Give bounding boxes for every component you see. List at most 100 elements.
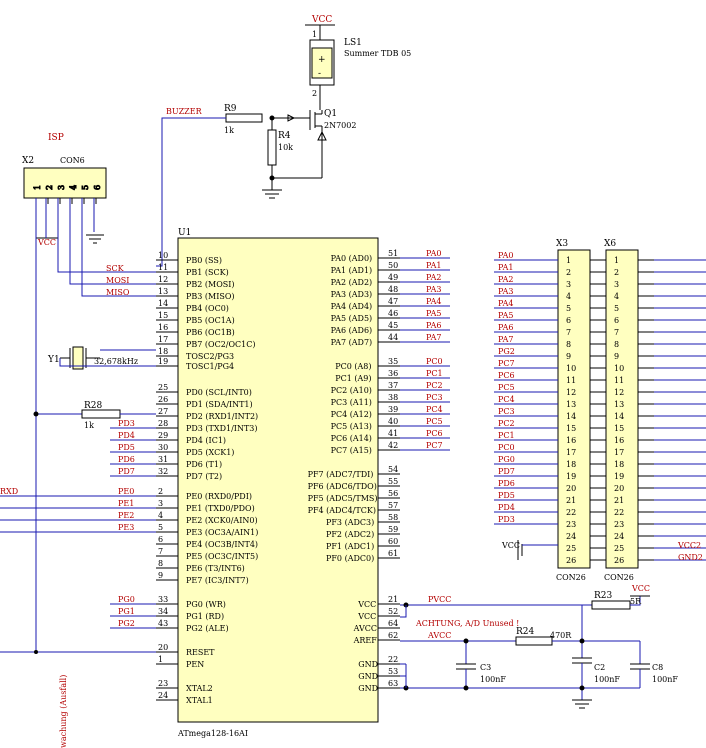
- r28-ref: R28: [84, 401, 103, 411]
- x6-pin-number: 6: [614, 316, 619, 325]
- u1-pin-name: PA3 (AD3): [331, 290, 373, 299]
- u1-pin-number: 48: [388, 285, 398, 294]
- net-label: PD3: [118, 419, 135, 428]
- u1-pin-number: 38: [388, 393, 398, 402]
- u1-pin-number: 52: [388, 607, 398, 616]
- u1-pin-number: 13: [158, 287, 168, 296]
- r9-ref: R9: [224, 104, 237, 114]
- u1-pin-number: 37: [388, 381, 398, 390]
- u1-pin-number: 17: [158, 335, 168, 344]
- u1-pin-name: PB1 (SCK): [186, 268, 229, 277]
- buzzer-net-label: BUZZER: [166, 107, 203, 116]
- u1-pin-name: PC7 (A15): [331, 446, 372, 455]
- net-label: PA1: [426, 261, 442, 270]
- connector-x6: X6 CON26 1234567891011121314151617181920…: [604, 239, 706, 582]
- resistor-r9: [225, 113, 263, 123]
- x2-ref: X2: [22, 156, 34, 166]
- power-section: PVCC VCC R23 5R ACHTUNG, A/D Unused ! AV…: [400, 584, 678, 709]
- svg-text:2: 2: [312, 89, 317, 98]
- x6-pin-number: 22: [614, 508, 624, 517]
- u1-pin-name: PC4 (A12): [331, 410, 372, 419]
- u1-ref: U1: [178, 228, 191, 238]
- u1-pin-number: 46: [388, 309, 398, 318]
- net-label: PC2: [426, 381, 443, 390]
- r23-ref: R23: [594, 591, 613, 601]
- u1-pin-number: 50: [388, 261, 398, 270]
- u1-pin-number: 62: [388, 631, 398, 640]
- net-label: PG2: [498, 347, 515, 356]
- x2-pin-number: 3: [57, 185, 66, 190]
- x6-pin-number: 20: [614, 484, 624, 493]
- u1-pin-name: AREF: [353, 636, 378, 645]
- u1-pin-name: PG2 (ALE): [186, 624, 229, 633]
- avcc-label: AVCC: [427, 631, 451, 640]
- u1-pin-name: PF4 (ADC4/TCK): [308, 506, 376, 515]
- c3-value: 100nF: [480, 675, 506, 684]
- u1-pin-name: PD0 (SCL/INT0): [186, 388, 252, 397]
- resistor-r4: [267, 129, 277, 166]
- u1-pin-number: 33: [158, 595, 168, 604]
- u1-pin-name: GND: [358, 672, 378, 681]
- net-label: PC1: [498, 431, 515, 440]
- x6-pin-number: 12: [614, 388, 624, 397]
- net-label: PG0: [498, 455, 515, 464]
- x2-type: CON6: [60, 156, 85, 165]
- u1-pin-name: PE7 (IC3/INT7): [186, 576, 249, 585]
- u1-pin-name: PA1 (AD1): [331, 266, 373, 275]
- net-label: PD7: [498, 467, 515, 476]
- r9-value: 1k: [224, 126, 234, 135]
- u1-pin-number: 3: [158, 499, 163, 508]
- net-label: PA3: [498, 287, 514, 296]
- x2-pin-number: 2: [45, 185, 54, 190]
- u1-pin-name: PB7 (OC2/OC1C): [186, 340, 256, 349]
- net-label: PC7: [498, 359, 515, 368]
- x3-pin-number: 17: [566, 448, 576, 457]
- r24-ref: R24: [516, 627, 535, 637]
- x6-pin-number: 1: [614, 256, 619, 265]
- u1-pin-name: PC5 (A13): [331, 422, 372, 431]
- x6-pin-number: 17: [614, 448, 624, 457]
- x6-pin-number: 2: [614, 268, 619, 277]
- u1-pin-name: PA6 (AD6): [331, 326, 373, 335]
- x6-pin-number: 5: [614, 304, 619, 313]
- u1-pin-name: PF0 (ADC0): [326, 554, 374, 563]
- u1-pin-number: 57: [388, 501, 398, 510]
- x3-pin-number: 8: [566, 340, 571, 349]
- u1-pin-name: VCC: [357, 600, 376, 609]
- u1-pin-name: PA2 (AD2): [331, 278, 373, 287]
- net-label: PD6: [118, 455, 135, 464]
- vcc2-label: VCC2: [677, 541, 701, 550]
- net-label: PD7: [118, 467, 135, 476]
- y1-value: 32,678kHz: [94, 357, 138, 366]
- net-label: PD4: [498, 503, 515, 512]
- x3-pin-number: 25: [566, 544, 576, 553]
- u1-pin-number: 20: [158, 643, 168, 652]
- u1-pin-name: AVCC: [353, 624, 377, 633]
- mosi-net-label: MOSI: [106, 276, 129, 285]
- u1-pin-number: 49: [388, 273, 398, 282]
- x6-pin-number: 8: [614, 340, 619, 349]
- u1-pin-name: PD1 (SDA/INT1): [186, 400, 253, 409]
- x3-pin-number: 11: [566, 376, 576, 385]
- u1-pin-name: PD3 (TXD1/INT3): [186, 424, 258, 433]
- u1-pin-number: 2: [158, 487, 163, 496]
- u1-pin-number: 29: [158, 431, 168, 440]
- x6-pin-number: 14: [614, 412, 624, 421]
- u1-pin-number: 10: [158, 251, 168, 260]
- u1-pin-number: 54: [388, 465, 398, 474]
- c8-value: 100nF: [652, 675, 678, 684]
- x3-pin-number: 10: [566, 364, 576, 373]
- net-label: PD3: [498, 515, 515, 524]
- u1-pin-name: PG1 (RD): [186, 612, 224, 621]
- r28-value: 1k: [84, 421, 94, 430]
- x6-pin-number: 11: [614, 376, 624, 385]
- x3-vcc-label: VCC: [501, 541, 520, 550]
- x6-pin-number: 21: [614, 496, 624, 505]
- ls1-value: Summer TDB 05: [344, 49, 411, 58]
- u1-pin-number: 64: [388, 619, 398, 628]
- x6-type: CON26: [604, 573, 634, 582]
- u1-pin-name: PB4 (OC0): [186, 304, 229, 313]
- u1-body: [177, 237, 379, 723]
- x3-pin-number: 20: [566, 484, 576, 493]
